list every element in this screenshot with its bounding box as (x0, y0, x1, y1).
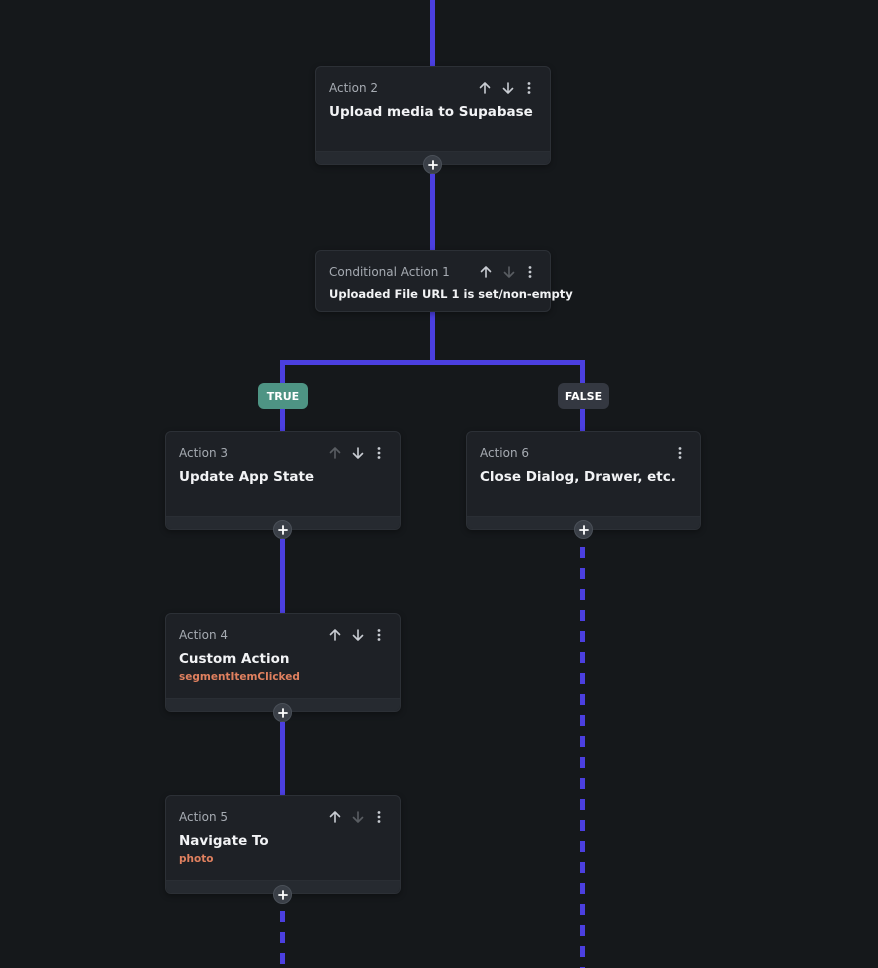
plus-icon (277, 889, 288, 900)
action-card-5[interactable]: Action 5 Navigate To photo (165, 795, 401, 894)
true-branch-badge: TRUE (258, 383, 308, 409)
connector-action6-dashed (580, 547, 585, 968)
action-title: Navigate To (179, 833, 269, 849)
action-label: Action 6 (480, 446, 530, 460)
conditional-label: Conditional Action 1 (329, 265, 450, 279)
condition-text: Uploaded File URL 1 is set/non-empty (329, 287, 573, 301)
add-action-button[interactable] (574, 520, 593, 539)
arrow-up-icon[interactable] (477, 263, 495, 281)
connector-conditional-split (430, 311, 435, 365)
more-vertical-icon[interactable] (370, 444, 388, 462)
add-action-button[interactable] (273, 520, 292, 539)
arrow-down-icon[interactable] (349, 444, 367, 462)
arrow-up-icon[interactable] (476, 79, 494, 97)
more-vertical-icon[interactable] (370, 808, 388, 826)
connector-action4-action5 (280, 722, 285, 796)
arrow-down-icon[interactable] (499, 79, 517, 97)
more-vertical-icon[interactable] (671, 444, 689, 462)
plus-icon (277, 707, 288, 718)
plus-icon (427, 159, 438, 170)
action-card-6[interactable]: Action 6 Close Dialog, Drawer, etc. (466, 431, 701, 530)
connector-action5-dashed (280, 911, 285, 968)
add-action-button[interactable] (273, 885, 292, 904)
action-subtitle: photo (179, 853, 214, 865)
action-label: Action 5 (179, 810, 229, 824)
action-title: Update App State (179, 469, 315, 485)
connector-branch-horizontal (280, 360, 585, 365)
action-card-2[interactable]: Action 2 Upload media to Supabase (315, 66, 551, 165)
arrow-up-icon[interactable] (326, 626, 344, 644)
false-branch-badge: FALSE (558, 383, 609, 409)
connector-action2-conditional (430, 174, 435, 251)
more-vertical-icon[interactable] (370, 626, 388, 644)
plus-icon (578, 524, 589, 535)
more-vertical-icon[interactable] (521, 263, 539, 281)
arrow-down-icon[interactable] (349, 626, 367, 644)
action-card-4[interactable]: Action 4 Custom Action segmentItemClicke… (165, 613, 401, 712)
connector-action3-action4 (280, 539, 285, 614)
arrow-up-icon[interactable] (326, 444, 344, 462)
arrow-down-icon[interactable] (349, 808, 367, 826)
action-label: Action 4 (179, 628, 229, 642)
action-subtitle: segmentItemClicked (179, 671, 300, 683)
action-title: Upload media to Supabase (329, 104, 533, 120)
add-action-button[interactable] (423, 155, 442, 174)
conditional-action-card-1[interactable]: Conditional Action 1 Uploaded File URL 1… (315, 250, 573, 312)
action-card-3[interactable]: Action 3 Update App State (165, 431, 401, 530)
add-action-button[interactable] (273, 703, 292, 722)
action-label: Action 2 (329, 81, 379, 95)
connector-top (430, 0, 435, 66)
action-title: Custom Action (179, 651, 290, 667)
arrow-up-icon[interactable] (326, 808, 344, 826)
more-vertical-icon[interactable] (520, 79, 538, 97)
plus-icon (277, 524, 288, 535)
action-title: Close Dialog, Drawer, etc. (480, 469, 676, 485)
action-label: Action 3 (179, 446, 229, 460)
arrow-down-icon[interactable] (500, 263, 518, 281)
